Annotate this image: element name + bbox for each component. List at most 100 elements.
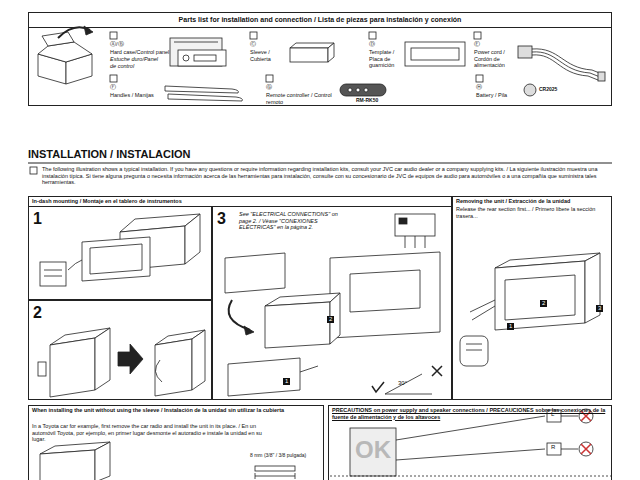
dimension-label: 8 mm (3/8" / 3/8 pulgada) [250, 452, 320, 458]
power-cord-drawing-part [532, 55, 598, 80]
removal-drawing-part [585, 253, 600, 323]
step1-drawing-part [82, 237, 150, 281]
callout-number: 1 [283, 378, 290, 385]
intro-text: The following illustration shows a typic… [42, 166, 610, 186]
part-name: Remote controller / Control remoto [266, 92, 338, 105]
step3-drawing-part [399, 218, 407, 224]
part-letter: Ⓓ [369, 41, 389, 48]
step2-drawing-part [38, 362, 46, 376]
removal-drawing-part [466, 344, 482, 350]
step-panel: 2 [28, 300, 212, 400]
hard-case-drawing [170, 38, 226, 66]
step2-drawing-part [50, 338, 95, 397]
step1-drawing-part [44, 270, 62, 276]
checkbox-part [474, 32, 481, 39]
mounting-panel: In-dash mounting / Montaje en el tablero… [28, 196, 452, 400]
rules-part [28, 162, 612, 163]
part-name: Battery / Pila [476, 92, 520, 99]
remote-drawing-part [364, 88, 368, 92]
checkbox-part [250, 32, 257, 39]
step3-drawing-part [372, 382, 384, 392]
template-drawing-part [411, 48, 459, 60]
step-number: 3 [217, 209, 237, 228]
step3-drawing-part [385, 374, 432, 394]
part-name: Sleeve / Cubierta [250, 49, 288, 62]
step1-drawing [40, 214, 200, 286]
step1-drawing-part [40, 262, 66, 286]
step1-drawing-part [185, 214, 200, 264]
checkbox-part [476, 75, 483, 82]
step3-drawing-part [330, 252, 440, 338]
template-drawing-part [405, 42, 465, 66]
part-letter: Ⓗ [476, 84, 496, 91]
sleeveless-drawing-part [40, 450, 95, 480]
sleeveless-panel: When installing the unit without using t… [28, 405, 324, 480]
callout-number: 2 [327, 316, 334, 323]
panel-heading: In-dash mounting / Montaje en el tablero… [32, 198, 332, 205]
step3-drawing-part [229, 300, 250, 330]
speaker-wiring-drawing-part [330, 476, 612, 477]
channel-label: R [551, 444, 555, 451]
step-panel: 3See "ELECTRICAL CONNECTIONS" on page 2.… [212, 206, 452, 400]
step-number: 1 [33, 209, 53, 228]
callout-number: 3 [596, 305, 603, 312]
step3-drawing-part [405, 236, 425, 248]
power-cord-drawing [518, 46, 605, 81]
step3-drawing-part [265, 302, 330, 348]
checkbox-part [110, 75, 117, 82]
step-number: 2 [33, 303, 53, 322]
speaker-wiring-drawing-part [561, 416, 578, 449]
part-letter: Ⓐ/Ⓑ [110, 41, 150, 48]
removal-drawing-part [505, 275, 575, 320]
hard-case-drawing-part [178, 50, 226, 66]
sleeveless-drawing-part [95, 442, 110, 480]
checkbox-part [110, 32, 117, 39]
step3-drawing-part [432, 366, 442, 376]
sleeveless-drawing-part [255, 466, 295, 471]
battery-drawing [524, 84, 536, 96]
model-number: RM-RK50 [356, 97, 396, 103]
sleeve-drawing [290, 43, 334, 62]
template-drawing [405, 42, 465, 66]
section-title: INSTALLATION / INSTALACION [28, 148, 191, 161]
sleeveless-drawing-part [255, 473, 295, 479]
speaker-wiring-drawing-part [396, 416, 545, 460]
channel-label: L [551, 411, 554, 418]
callout-number: 2 [540, 300, 547, 307]
hard-case-drawing-part [174, 42, 218, 43]
power-cord-drawing-part [518, 46, 532, 58]
remote-drawing-part [340, 84, 386, 96]
sleeve-drawing-part [328, 43, 334, 62]
step2-drawing-part [118, 344, 143, 374]
step2-drawing-part [192, 330, 205, 390]
step2-drawing-part [155, 339, 192, 396]
step2-drawing-part [95, 328, 110, 390]
watermark: OK [355, 436, 391, 465]
speaker-wiring-drawing-part [547, 443, 561, 455]
step1-drawing-part [68, 260, 82, 270]
part-letter: Ⓔ [474, 41, 494, 48]
panel-heading: Parts list for installation and connecti… [29, 13, 611, 28]
part-name: Handles / Manijas [110, 92, 170, 99]
step3-drawing [225, 214, 442, 396]
handles-drawing [165, 86, 242, 101]
checkbox-part [30, 167, 37, 174]
body-text: In a Toyota car for example, first remov… [32, 423, 264, 443]
step3-drawing-part [225, 253, 285, 293]
power-cord-drawing-part [598, 72, 605, 81]
step3-drawing-part [244, 326, 254, 335]
part-letter: Ⓖ [266, 84, 286, 91]
step3-drawing-part [350, 270, 420, 312]
angle-label: 30° [398, 380, 407, 387]
handles-drawing-part [168, 94, 242, 101]
panel-heading: Removing the unit / Extracción de la uni… [456, 198, 610, 205]
carton-drawing-part [38, 42, 92, 62]
hard-case-drawing-part [194, 55, 216, 61]
step2-drawing [38, 328, 205, 397]
part-name: Estuche duro/Panel de control [110, 56, 165, 69]
callout-number: 1 [507, 323, 514, 330]
carton-drawing [38, 26, 93, 84]
remote-drawing-part [348, 88, 352, 92]
part-name: Power cord / Cordón de alimentación [474, 49, 516, 69]
